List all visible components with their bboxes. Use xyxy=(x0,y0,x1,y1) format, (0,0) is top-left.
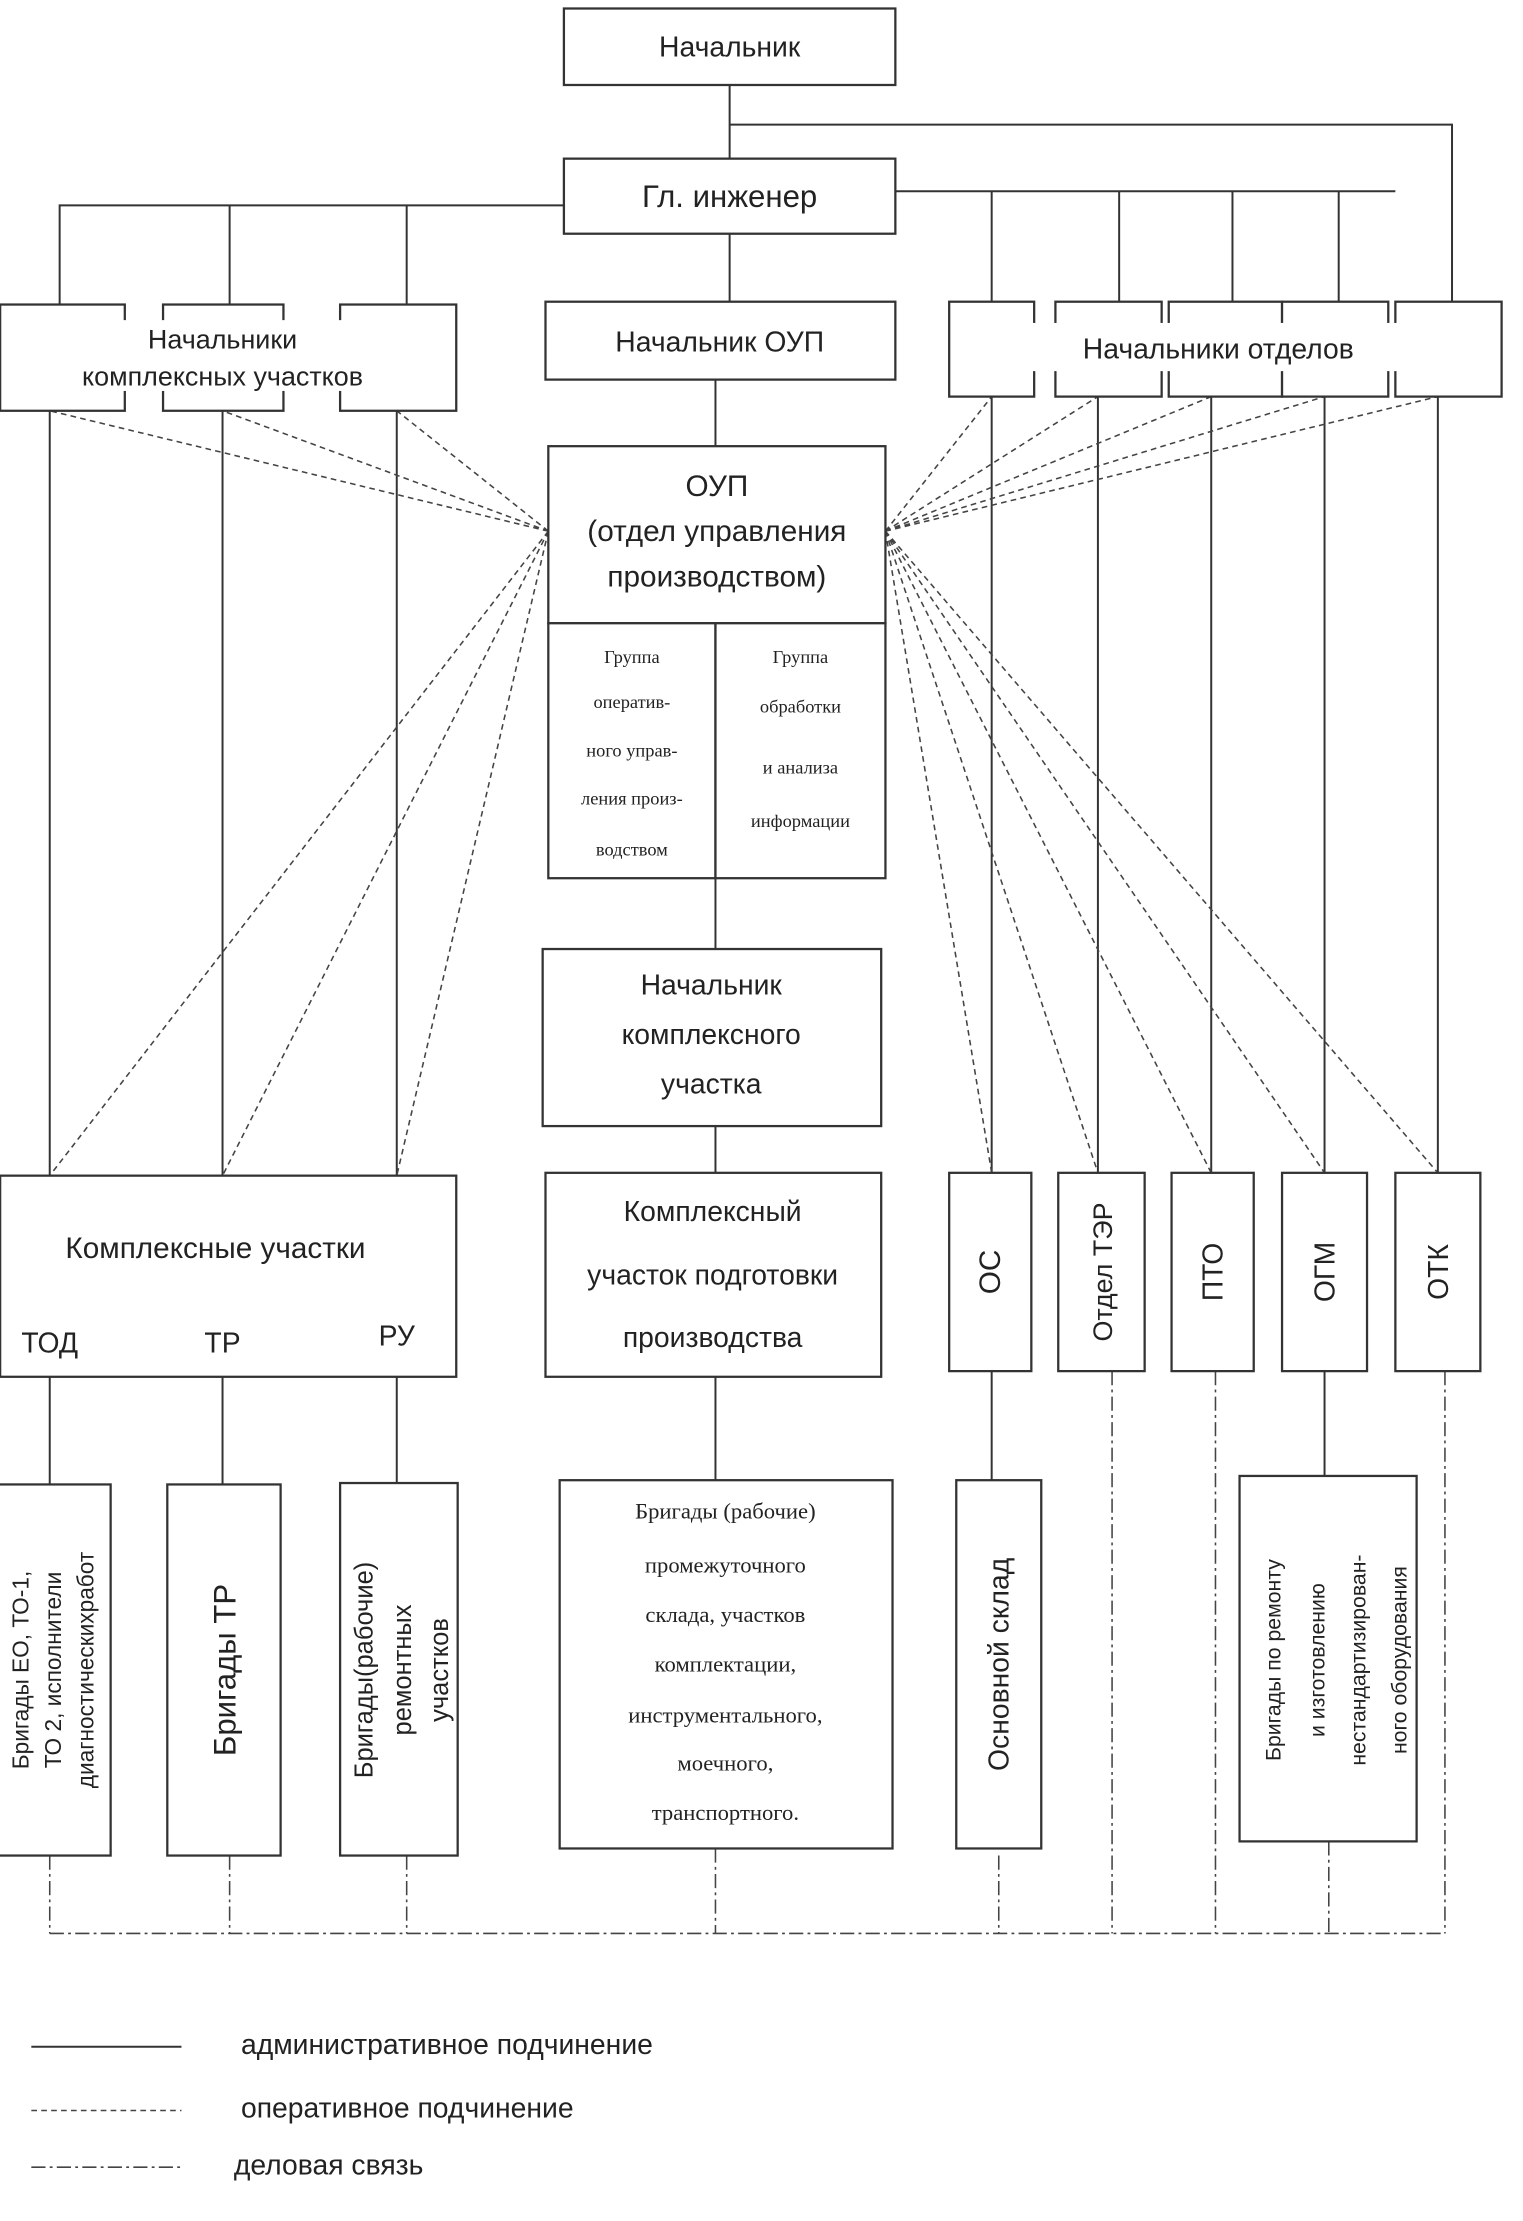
departments-3-text: ОГМ xyxy=(1309,1242,1341,1302)
brigades-prep-6-text: транспортного. xyxy=(652,1800,799,1825)
brigades-prep-4-text: инструментального, xyxy=(628,1702,822,1727)
administrative-lines xyxy=(48,84,1454,1485)
brigades-tod-0-text: Бригады ЕО, ТО-1, xyxy=(7,1571,33,1770)
brigades-ogm-0-text: Бригады по ремонту xyxy=(1262,1559,1286,1761)
legend-administrative-text: административное подчинение xyxy=(241,2029,653,2061)
prep-section-2-text: производства xyxy=(623,1322,803,1354)
chief-text: Начальник xyxy=(659,32,801,64)
group-operational-1-text: оператив- xyxy=(593,692,670,712)
brigades-tr-box: Бригады ТР xyxy=(166,1483,282,1857)
departments-0-text: ОС xyxy=(974,1250,1007,1295)
brigades-prep-5-text: моечного, xyxy=(677,1751,773,1776)
prep-section-0-text: Комплексный xyxy=(624,1196,802,1228)
brigades-ogm-box: Бригады по ремонту и изготовлению нестан… xyxy=(1238,1474,1418,1843)
brigades-ogm-3-text: ного оборудования xyxy=(1388,1566,1412,1754)
prep-section-box: Комплексный участок подготовки производс… xyxy=(544,1171,883,1378)
departments-2-text: ПТО xyxy=(1198,1243,1230,1301)
brigades-tod-box: Бригады ЕО, ТО-1, ТО 2, исполнители диаг… xyxy=(0,1483,112,1857)
department-boxes: ОС Отдел ТЭР ПТО ОГМ ОТК xyxy=(948,1171,1482,1373)
brigades-prep-3-text: комплектации, xyxy=(655,1651,797,1676)
legend: административное подчинение оперативное … xyxy=(31,2029,653,2181)
complex-sections-items-2-text: РУ xyxy=(379,1321,416,1353)
brigades-prep-box: Бригады (рабочие) промежуточного склада,… xyxy=(558,1479,894,1850)
brigades-tr-text: Бригады ТР xyxy=(207,1584,242,1756)
chief-engineer-box: Гл. инженер xyxy=(562,157,897,235)
brigades-prep-0-text: Бригады (рабочие) xyxy=(635,1498,816,1523)
heads-departments-box: Начальники отделов xyxy=(948,300,1503,398)
brigades-ru-1-text: ремонтных xyxy=(389,1604,417,1735)
heads-complex-sections-box: Начальники комплексных участков xyxy=(0,303,458,412)
oup-0-text: ОУП xyxy=(686,470,749,503)
group-processing-3-text: информации xyxy=(751,811,850,831)
departments-1-text: Отдел ТЭР xyxy=(1088,1202,1118,1341)
brigades-ogm-1-text: и изготовлению xyxy=(1306,1583,1330,1737)
prep-section-1-text: участок подготовки xyxy=(587,1260,838,1292)
brigades-prep-1-text: промежуточного xyxy=(645,1552,806,1577)
business-links xyxy=(48,1371,1446,1935)
head-complex-section-1-text: комплексного xyxy=(622,1019,801,1051)
heads-departments-text: Начальники отделов xyxy=(1083,333,1354,365)
heads-complex-sections-0-text: Начальники xyxy=(148,324,297,354)
main-warehouse-box: Основной склад xyxy=(955,1479,1043,1850)
legend-business-text: деловая связь xyxy=(234,2149,424,2181)
head-complex-section-2-text: участка xyxy=(661,1069,762,1101)
complex-sections-items-0-text: ТОД xyxy=(21,1328,78,1360)
complex-sections-items-1-text: ТР xyxy=(204,1328,240,1360)
group-processing-2-text: и анализа xyxy=(763,757,838,777)
group-operational-4-text: водством xyxy=(596,840,668,860)
heads-complex-sections-1-text: комплексных участков xyxy=(82,361,363,391)
operational-lines xyxy=(49,395,1439,1177)
group-operational-0-text: Группа xyxy=(604,647,660,667)
head-complex-section-0-text: Начальник xyxy=(641,969,783,1001)
legend-operational-text: оперативное подчинение xyxy=(241,2093,574,2125)
brigades-ru-2-text: участков xyxy=(426,1618,454,1722)
main-warehouse-text: Основной склад xyxy=(984,1557,1016,1771)
chief-box: Начальник xyxy=(562,7,897,87)
oup-box: ОУП (отдел управления производством) Гру… xyxy=(547,445,887,880)
head-oup-box: Начальник ОУП xyxy=(544,300,897,381)
complex-sections-title-text: Комплексные участки xyxy=(65,1232,365,1265)
group-processing-0-text: Группа xyxy=(773,647,829,667)
brigades-ru-0-text: Бригады(рабочие) xyxy=(351,1562,379,1778)
group-operational-3-text: ления произ- xyxy=(581,789,683,809)
oup-1-text: (отдел управления xyxy=(587,515,846,548)
brigades-tod-2-text: диагностическихработ xyxy=(73,1552,99,1789)
complex-sections-box: Комплексные участки ТОД ТР РУ xyxy=(0,1174,458,1378)
head-oup-text: Начальник ОУП xyxy=(615,326,824,358)
brigades-prep-2-text: склада, участков xyxy=(645,1602,805,1627)
brigades-ogm-2-text: нестандартизирован- xyxy=(1347,1554,1371,1765)
brigades-tod-1-text: ТО 2, исполнители xyxy=(40,1572,66,1769)
oup-2-text: производством) xyxy=(607,560,826,593)
group-operational-2-text: ного управ- xyxy=(586,740,677,760)
departments-4-text: ОТК xyxy=(1423,1244,1455,1300)
head-complex-section-box: Начальник комплексного участка xyxy=(541,947,883,1128)
group-processing-1-text: обработки xyxy=(760,696,841,716)
brigades-ru-box: Бригады(рабочие) ремонтных участков xyxy=(338,1481,459,1857)
chief-engineer-text: Гл. инженер xyxy=(642,179,817,214)
